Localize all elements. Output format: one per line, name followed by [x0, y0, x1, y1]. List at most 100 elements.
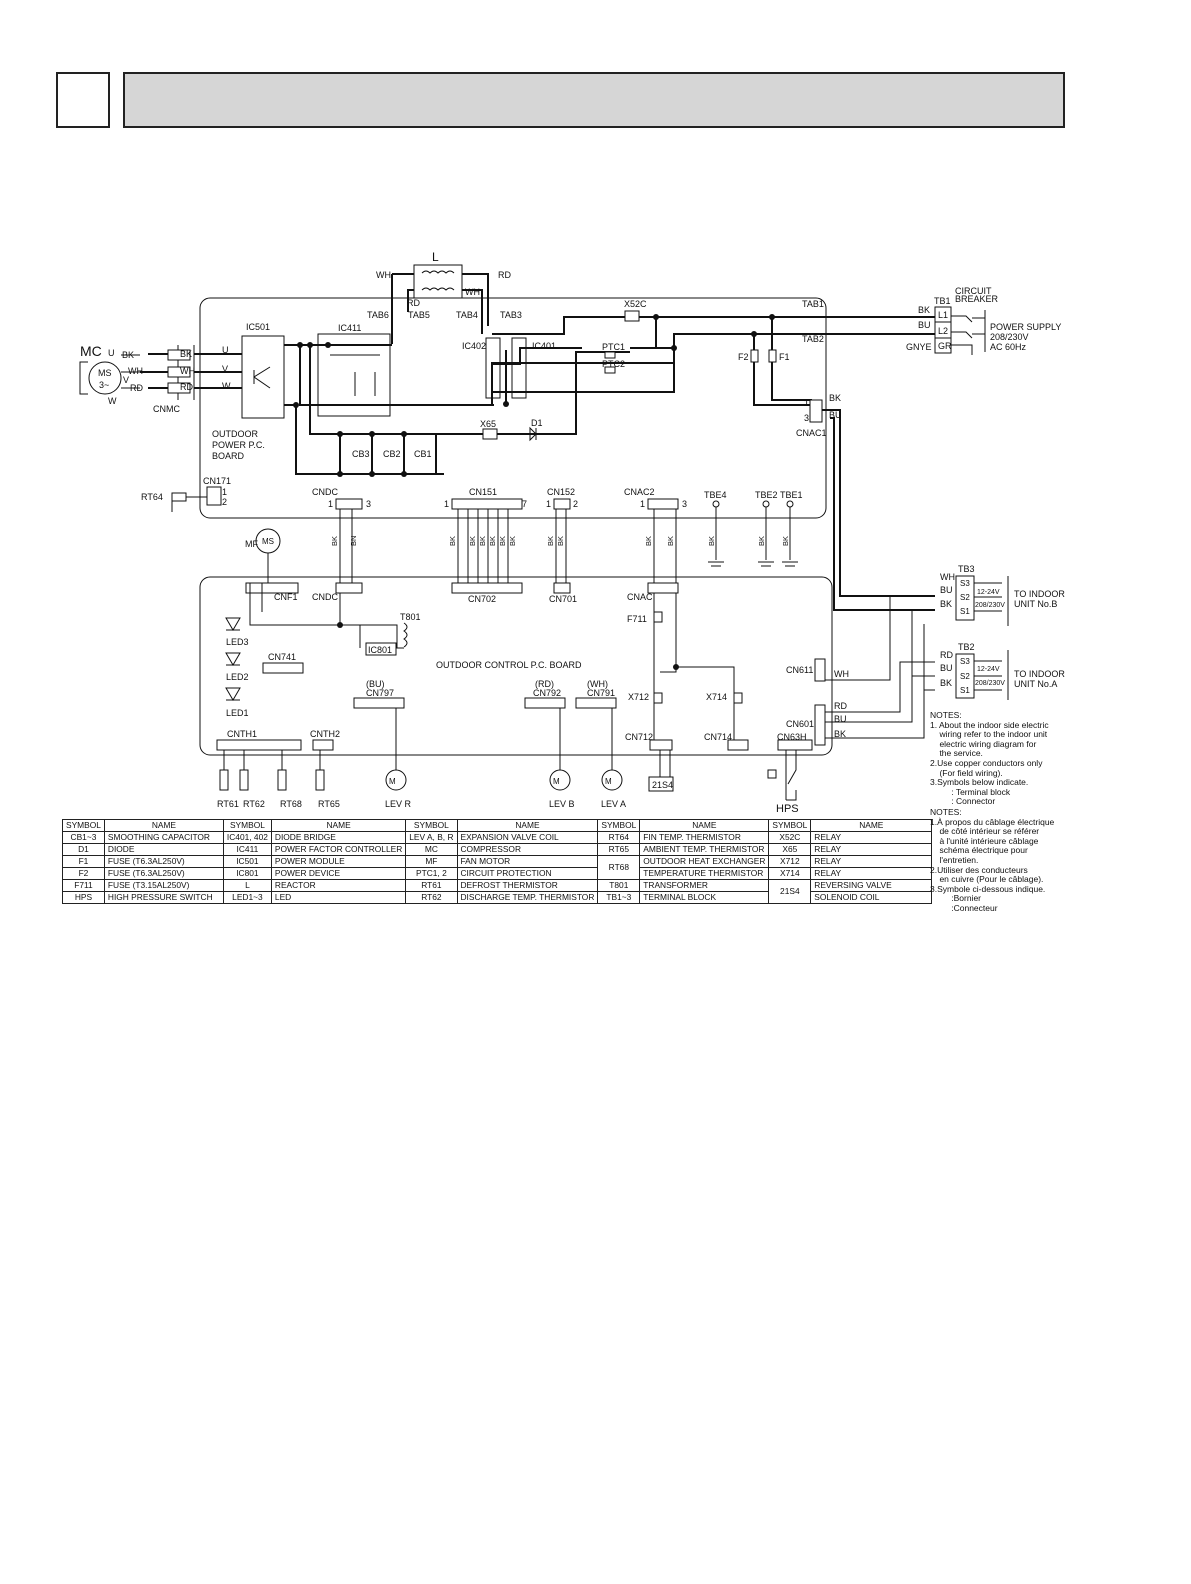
rt68-label: RT68	[280, 799, 302, 809]
section-number-box	[56, 72, 110, 128]
to-indoor-a-label-2: UNIT No.A	[1014, 679, 1057, 689]
to-indoor-a-label-1: TO INDOOR	[1014, 669, 1065, 679]
pin-2-label: 2	[222, 497, 227, 507]
pin-1-label: 1	[444, 499, 449, 509]
21s4-label: 21S4	[652, 780, 673, 790]
tb3-label: TB3	[958, 564, 975, 574]
cn712-label: CN712	[625, 732, 653, 742]
ic801-label: IC801	[368, 645, 392, 655]
legend-table: SYMBOL NAME SYMBOL NAME SYMBOL NAME SYMB…	[62, 819, 933, 904]
cn601-label: CN601	[786, 719, 814, 729]
bk-label: BK	[180, 349, 192, 359]
bk-label: BK	[918, 305, 930, 315]
cb1-label: CB1	[414, 449, 432, 459]
legend-header-name: NAME	[456, 819, 599, 832]
to-indoor-b-label-2: UNIT No.B	[1014, 599, 1057, 609]
legend-name: TRANSFORMER	[639, 879, 770, 892]
control-board-label: OUTDOOR CONTROL P.C. BOARD	[436, 660, 582, 670]
v-label: V	[222, 364, 228, 374]
x714-label: X714	[706, 692, 727, 702]
motor-m-label: M	[553, 777, 560, 786]
f711-label: F711	[627, 614, 647, 624]
reversing-valve-coil	[648, 776, 674, 792]
reactor	[413, 264, 463, 299]
circuit-breaker-label-1: CIRCUIT	[955, 286, 992, 296]
tab4-label: TAB4	[456, 310, 478, 320]
cnth1-label: CNTH1	[227, 729, 257, 739]
legend-symbol: D1	[62, 843, 105, 856]
legend-symbol: RT68	[597, 855, 641, 880]
cn797-label: CN797	[366, 688, 394, 698]
bk-label: BK	[448, 536, 457, 546]
legend-name: REACTOR	[270, 879, 407, 892]
cn714-label: CN714	[704, 732, 732, 742]
ms-label: MS	[98, 368, 112, 378]
led3-label: LED3	[226, 637, 249, 647]
tab3-label: TAB3	[500, 310, 522, 320]
w-label: W	[222, 381, 231, 391]
legend-header-name: NAME	[103, 819, 224, 832]
x65-relay	[482, 428, 498, 440]
legend-header-name: NAME	[810, 819, 933, 832]
compressor-motor	[88, 361, 122, 395]
legend-symbol: RT61	[405, 879, 458, 892]
bk-label: BK	[781, 536, 790, 546]
power-board-label-2: POWER P.C.	[212, 440, 265, 450]
tab5-label: TAB5	[408, 310, 430, 320]
lev-r-label: LEV R	[385, 799, 412, 809]
pin-2-label: 2	[573, 499, 578, 509]
legend-header-symbol: SYMBOL	[405, 819, 458, 832]
x712-label: X712	[628, 692, 649, 702]
three-phase-label: 3~	[99, 380, 109, 390]
legend-name: RELAY	[810, 855, 933, 868]
outdoor-power-board	[199, 297, 827, 519]
legend-symbol: RT62	[405, 891, 458, 904]
legend-symbol: LEV A, B, R	[405, 831, 458, 844]
rt61-label: RT61	[217, 799, 239, 809]
bu-label: BU	[940, 663, 953, 673]
bu-label: BU	[834, 714, 847, 724]
legend-name: RELAY	[810, 831, 933, 844]
bk-label: BK	[546, 536, 555, 546]
pin-1-label: 1	[640, 499, 645, 509]
cn702-label: CN702	[468, 594, 496, 604]
power-supply-label-3: AC 60Hz	[990, 342, 1027, 352]
rt65-label: RT65	[318, 799, 340, 809]
s2-label: S2	[960, 593, 970, 602]
cn63h-label: CN63H	[777, 732, 807, 742]
u-label: U	[108, 348, 115, 358]
s3-label: S3	[960, 657, 970, 666]
ptc2-label: PTC2	[602, 359, 625, 369]
legend-name: TEMPERATURE THERMISTOR	[639, 867, 770, 880]
tb1-terminal-block	[934, 306, 952, 354]
wh-label: WH	[128, 366, 143, 376]
x65-label: X65	[480, 419, 496, 429]
rd-label: RD	[180, 382, 193, 392]
cndc-label: CNDC	[312, 487, 338, 497]
legend-name: POWER MODULE	[270, 855, 407, 868]
s3-label: S3	[960, 579, 970, 588]
led1-label: LED1	[226, 708, 249, 718]
legend-name: DIODE BRIDGE	[270, 831, 407, 844]
led2-label: LED2	[226, 672, 249, 682]
ic402-diode-bridge	[485, 337, 501, 399]
motor-m-label: M	[605, 777, 612, 786]
pin-1-label: 1	[804, 398, 809, 408]
legend-symbol: MF	[405, 855, 458, 868]
cnac-label: CNAC	[627, 592, 653, 602]
bk-label: BK	[940, 599, 952, 609]
cn791-label: CN791	[587, 688, 615, 698]
gr-label: GR	[938, 341, 952, 351]
cn701-label: CN701	[549, 594, 577, 604]
pin-1-label: 1	[222, 487, 227, 497]
gnye-label: GNYE	[906, 342, 932, 352]
cnac2-label: CNAC2	[624, 487, 655, 497]
cb2-label: CB2	[383, 449, 401, 459]
bk-label: BK	[834, 729, 846, 739]
legend-name: OUTDOOR HEAT EXCHANGER	[639, 855, 770, 868]
legend-symbol: F711	[62, 879, 105, 892]
